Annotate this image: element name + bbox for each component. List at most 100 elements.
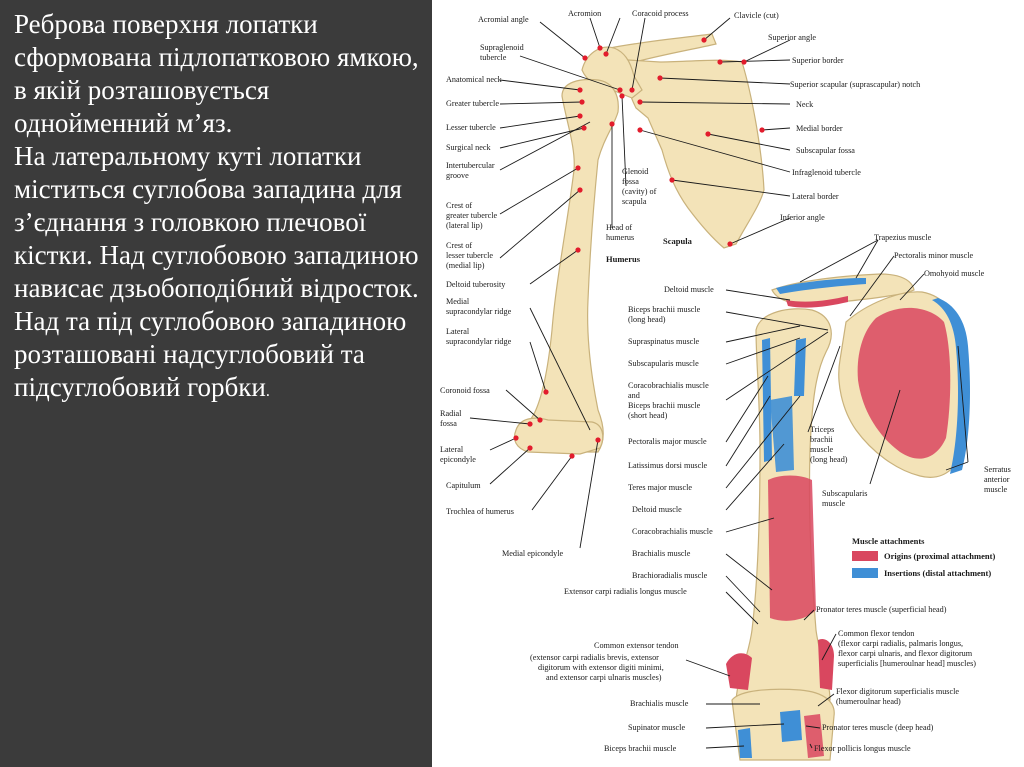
label-biceps-bottom: Biceps brachii muscle xyxy=(604,744,677,753)
label-medial-ridge-2: supracondylar ridge xyxy=(446,307,512,316)
label-coracobrachialis-4: (short head) xyxy=(628,411,668,420)
label-lesser-tubercle: Lesser tubercle xyxy=(446,123,496,132)
label-coracoid-process: Coracoid process xyxy=(632,9,689,18)
label-cft-2: (flexor carpi radialis, palmaris longus, xyxy=(838,639,963,648)
label-serratus-1: Serratus xyxy=(984,465,1011,474)
body-text: Реброва поверхня лопатки сформована підл… xyxy=(14,8,424,408)
label-lateral-border: Lateral border xyxy=(792,192,839,201)
label-medial-epicondyle: Medial epicondyle xyxy=(502,549,564,558)
label-acromial-angle: Acromial angle xyxy=(478,15,529,24)
label-pectoralis-minor: Pectoralis minor muscle xyxy=(894,251,973,260)
label-inferior-angle: Inferior angle xyxy=(780,213,825,222)
label-coracobrachialis-2: and xyxy=(628,391,640,400)
label-triceps-4: (long head) xyxy=(810,455,848,464)
label-crest-lesser-3: (medial lip) xyxy=(446,261,485,270)
brachialis-origin xyxy=(768,476,816,621)
label-lateral-epicondyle-2: epicondyle xyxy=(440,455,476,464)
label-coracobrachialis-1: Coracobrachialis muscle xyxy=(628,381,709,390)
paragraph-1: Реброва поверхня лопатки сформована підл… xyxy=(14,8,424,140)
label-brachialis: Brachialis muscle xyxy=(632,549,691,558)
label-head-humerus-1: Head of xyxy=(606,223,632,232)
label-capitulum: Capitulum xyxy=(446,481,481,490)
label-triceps-3: muscle xyxy=(810,445,834,454)
label-omohyoid: Omohyoid muscle xyxy=(924,269,985,278)
label-teres-major: Teres major muscle xyxy=(628,483,692,492)
label-crest-lesser-1: Crest of xyxy=(446,241,472,250)
label-cft-1: Common flexor tendon xyxy=(838,629,914,638)
label-supraspinatus: Supraspinatus muscle xyxy=(628,337,700,346)
label-ecrl: Extensor carpi radialis longus muscle xyxy=(564,587,687,596)
label-supraglenoid-2: tubercle xyxy=(480,53,507,62)
forearm-insertion-left xyxy=(738,728,752,758)
label-fds-2: (humeroulnar head) xyxy=(836,697,901,706)
label-greater-tubercle: Greater tubercle xyxy=(446,99,499,108)
legend-insertions-swatch xyxy=(852,568,878,578)
label-superior-notch: Superior scapular (suprascapular) notch xyxy=(790,80,920,89)
label-pectoralis-major: Pectoralis major muscle xyxy=(628,437,707,446)
label-intertubercular-1: Intertubercular xyxy=(446,161,495,170)
label-acromion: Acromion xyxy=(568,9,601,18)
label-glenoid-2: fossa xyxy=(622,177,639,186)
label-surgical-neck: Surgical neck xyxy=(446,143,492,152)
label-clavicle: Clavicle (cut) xyxy=(734,11,779,20)
label-coracobrachialis: Coracobrachialis muscle xyxy=(632,527,713,536)
legend: Muscle attachments Origins (proximal att… xyxy=(852,536,995,578)
label-cet-4: and extensor carpi ulnaris muscles) xyxy=(546,673,662,682)
label-subscapular-fossa: Subscapular fossa xyxy=(796,146,855,155)
label-crest-greater-2: greater tubercle xyxy=(446,211,498,220)
label-crest-lesser-2: lesser tubercle xyxy=(446,251,493,260)
paragraph-2-text: На латеральному куті лопатки міститься с… xyxy=(14,141,419,402)
label-triceps-1: Triceps xyxy=(810,425,834,434)
label-head-humerus-2: humerus xyxy=(606,233,634,242)
label-coracobrachialis-3: Biceps brachii muscle xyxy=(628,401,701,410)
label-subscapularis: Subscapularis muscle xyxy=(628,359,699,368)
label-deltoid-top: Deltoid muscle xyxy=(664,285,714,294)
label-crest-greater-1: Crest of xyxy=(446,201,472,210)
label-medial-border: Medial border xyxy=(796,124,843,133)
label-trochlea: Trochlea of humerus xyxy=(446,507,514,516)
label-medial-ridge-1: Medial xyxy=(446,297,470,306)
label-subscapularis-r-2: muscle xyxy=(822,499,846,508)
label-fpl: Flexor pollicis longus muscle xyxy=(814,744,911,753)
label-radial-fossa-2: fossa xyxy=(440,419,457,428)
legend-origins-label: Origins (proximal attachment) xyxy=(884,551,995,561)
common-extensor-origin xyxy=(726,653,752,690)
label-crest-greater-3: (lateral lip) xyxy=(446,221,483,230)
label-lateral-ridge-2: supracondylar ridge xyxy=(446,337,512,346)
anatomy-figure-svg: Acromial angle Acromion Coracoid process… xyxy=(432,0,1024,767)
label-cet-1: Common extensor tendon xyxy=(594,641,679,650)
label-pronator-deep: Pronator teres muscle (deep head) xyxy=(822,723,934,732)
label-neck: Neck xyxy=(796,100,814,109)
label-supinator: Supinator muscle xyxy=(628,723,685,732)
label-glenoid-1: Glenoid xyxy=(622,167,648,176)
label-cet-3: digitorum with extensor digiti minimi, xyxy=(538,663,664,672)
label-cft-3: flexor carpi ulnaris, and flexor digitor… xyxy=(838,649,973,658)
legend-insertions-label: Insertions (distal attachment) xyxy=(884,568,991,578)
label-intertubercular-2: groove xyxy=(446,171,469,180)
label-radial-fossa-1: Radial xyxy=(440,409,462,418)
anatomy-figure: Acromial angle Acromion Coracoid process… xyxy=(432,0,1024,767)
text-panel: Реброва поверхня лопатки сформована підл… xyxy=(0,0,432,767)
label-triceps-2: brachii xyxy=(810,435,833,444)
label-scapula-title: Scapula xyxy=(663,236,693,246)
paragraph-2-dot: . xyxy=(266,383,270,400)
label-glenoid-4: scapula xyxy=(622,197,647,206)
label-subscapularis-r-1: Subscapularis xyxy=(822,489,867,498)
label-glenoid-3: (cavity) of xyxy=(622,187,657,196)
scapula-shape xyxy=(627,60,764,248)
label-fds-1: Flexor digitorum superficialis muscle xyxy=(836,687,959,696)
label-deltoid: Deltoid muscle xyxy=(632,505,682,514)
common-flexor-origin xyxy=(818,639,834,690)
label-infraglenoid: Infraglenoid tubercle xyxy=(792,168,861,177)
legend-origins-swatch xyxy=(852,551,878,561)
label-coronoid-fossa: Coronoid fossa xyxy=(440,386,490,395)
label-humerus-title: Humerus xyxy=(606,254,641,264)
label-supraglenoid-1: Supraglenoid xyxy=(480,43,524,52)
label-deltoid-tuberosity: Deltoid tuberosity xyxy=(446,280,506,289)
label-biceps-long-2: (long head) xyxy=(628,315,666,324)
label-biceps-long-1: Biceps brachii muscle xyxy=(628,305,701,314)
label-serratus-3: muscle xyxy=(984,485,1008,494)
paragraph-2: На латеральному куті лопатки міститься с… xyxy=(14,140,424,408)
label-brachialis-bottom: Brachialis muscle xyxy=(630,699,689,708)
